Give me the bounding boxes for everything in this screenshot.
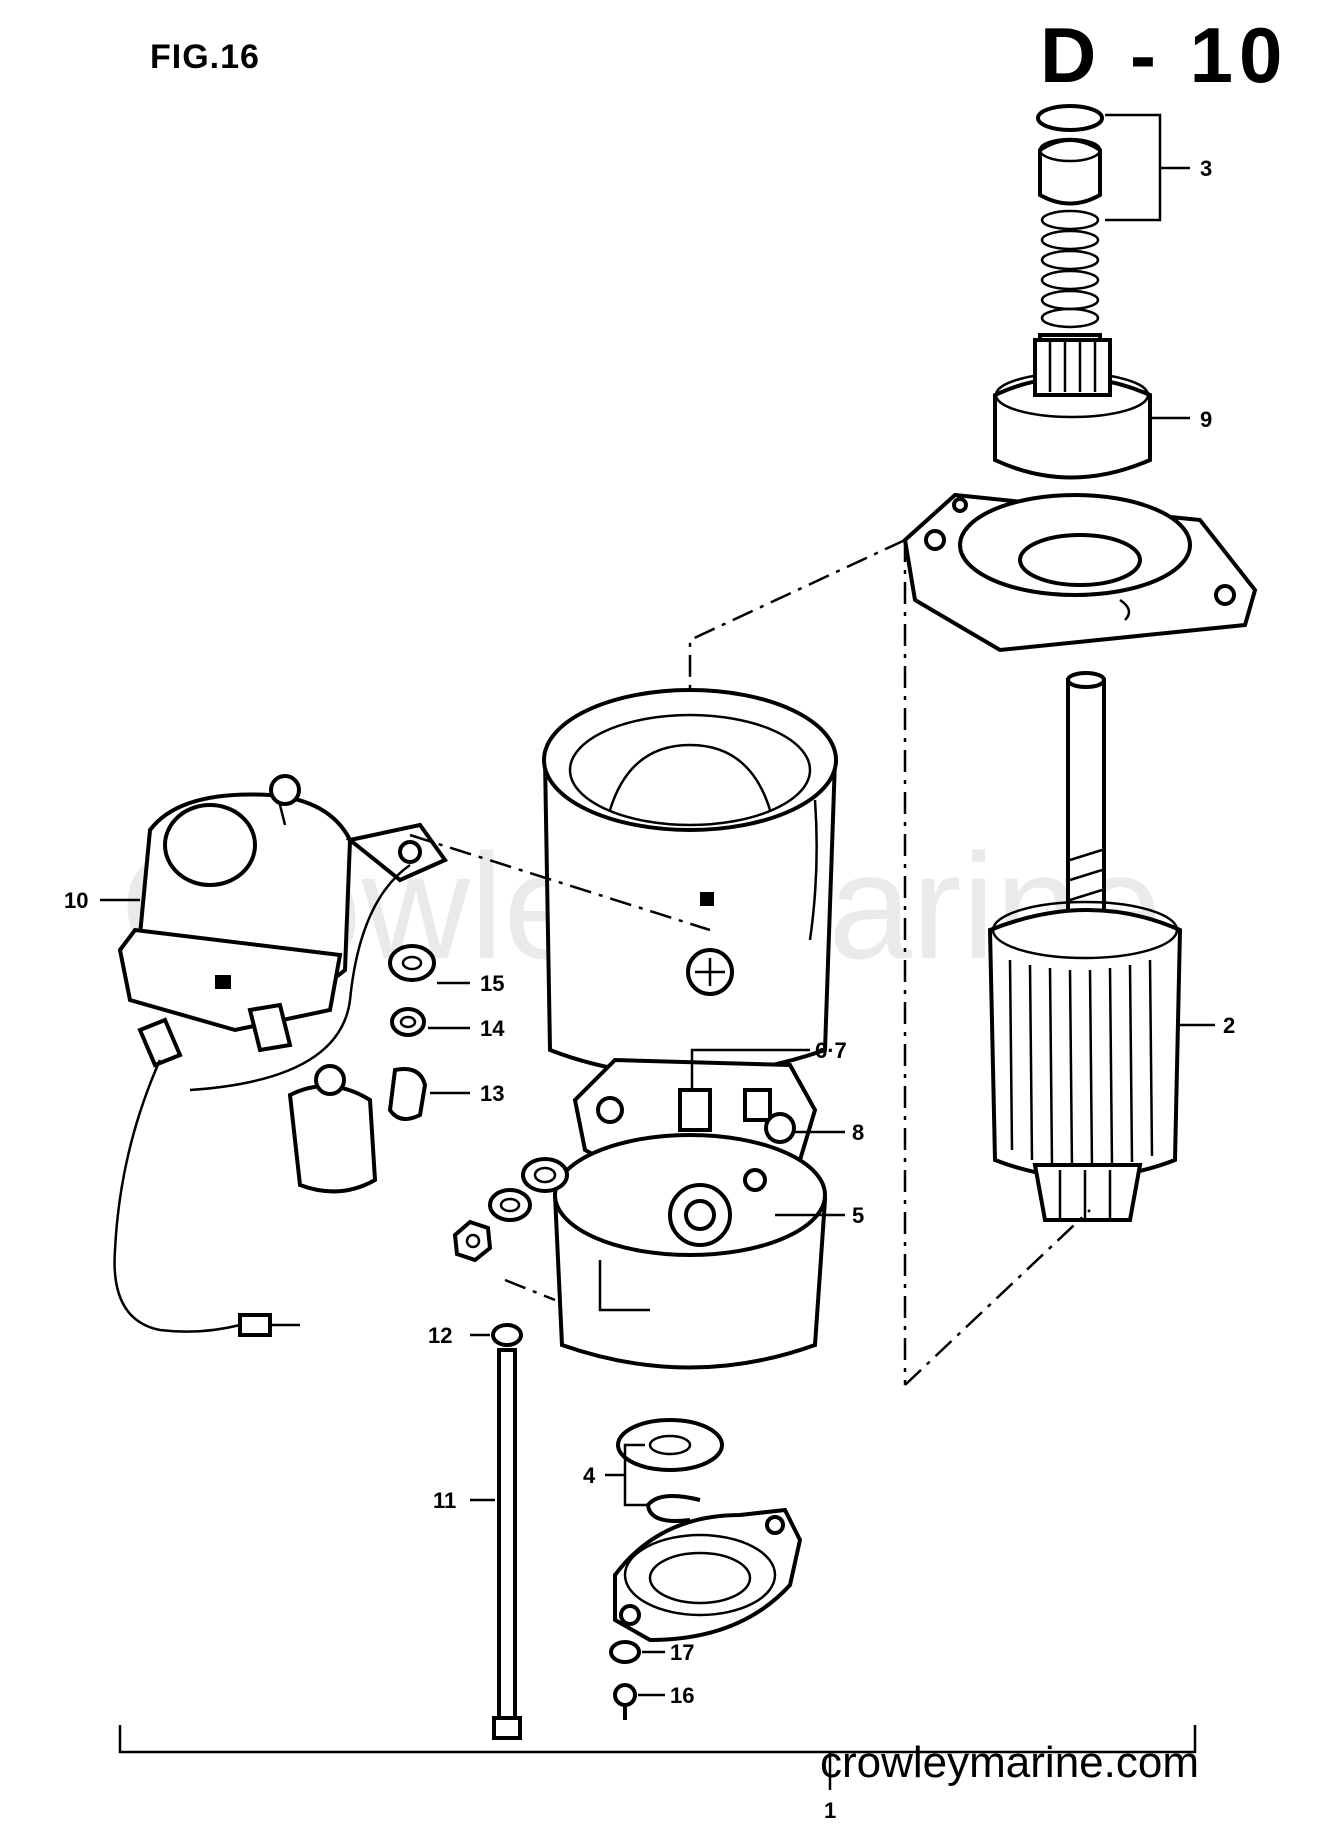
- callout-3: 3: [1200, 156, 1212, 181]
- callout-8: 8: [852, 1120, 864, 1145]
- callout-13: 13: [480, 1081, 504, 1106]
- page-code: D - 10: [1040, 11, 1289, 99]
- callout-9: 9: [1200, 407, 1212, 432]
- assembly-bracket: [118, 1725, 1197, 1754]
- callout-2: 2: [1223, 1013, 1235, 1038]
- callout-14: 14: [480, 1016, 505, 1041]
- front-bracket: [902, 492, 1258, 653]
- callout-12: 12: [428, 1323, 452, 1348]
- callout-11: 11: [433, 1488, 456, 1513]
- rear-cover: [613, 1507, 803, 1643]
- alignment-lines: [409, 538, 1091, 1386]
- figure-label: FIG.16: [150, 38, 260, 76]
- part-3-spring-set: [1036, 104, 1190, 329]
- terminal-nut-washers: [452, 1157, 569, 1263]
- callout-16: 16: [670, 1683, 694, 1708]
- part-5-rear-housing: [552, 1133, 845, 1370]
- callout-5: 5: [852, 1203, 864, 1228]
- callout-15: 15: [480, 971, 504, 996]
- callout-17: 17: [670, 1640, 694, 1665]
- part-13-14-15-hardware: [387, 944, 470, 1121]
- part-11-12-through-bolt: [470, 1323, 523, 1740]
- part-16-17-screw-washer: [609, 1640, 665, 1720]
- part-2-armature: [987, 671, 1215, 1222]
- callout-10: 10: [64, 888, 88, 913]
- callout-6-7: 6·7: [815, 1038, 847, 1063]
- callout-1: 1: [824, 1798, 836, 1823]
- yoke-field-frame: [542, 688, 838, 1077]
- website-credit: crowleymarine.com: [820, 1738, 1199, 1787]
- lead-wire: [113, 863, 411, 1337]
- part-10-magnetic-switch: [100, 774, 449, 1194]
- part-4-washer-clip: [605, 1418, 724, 1523]
- callout-4: 4: [583, 1463, 596, 1488]
- part-9-pinion-drive: [993, 333, 1190, 480]
